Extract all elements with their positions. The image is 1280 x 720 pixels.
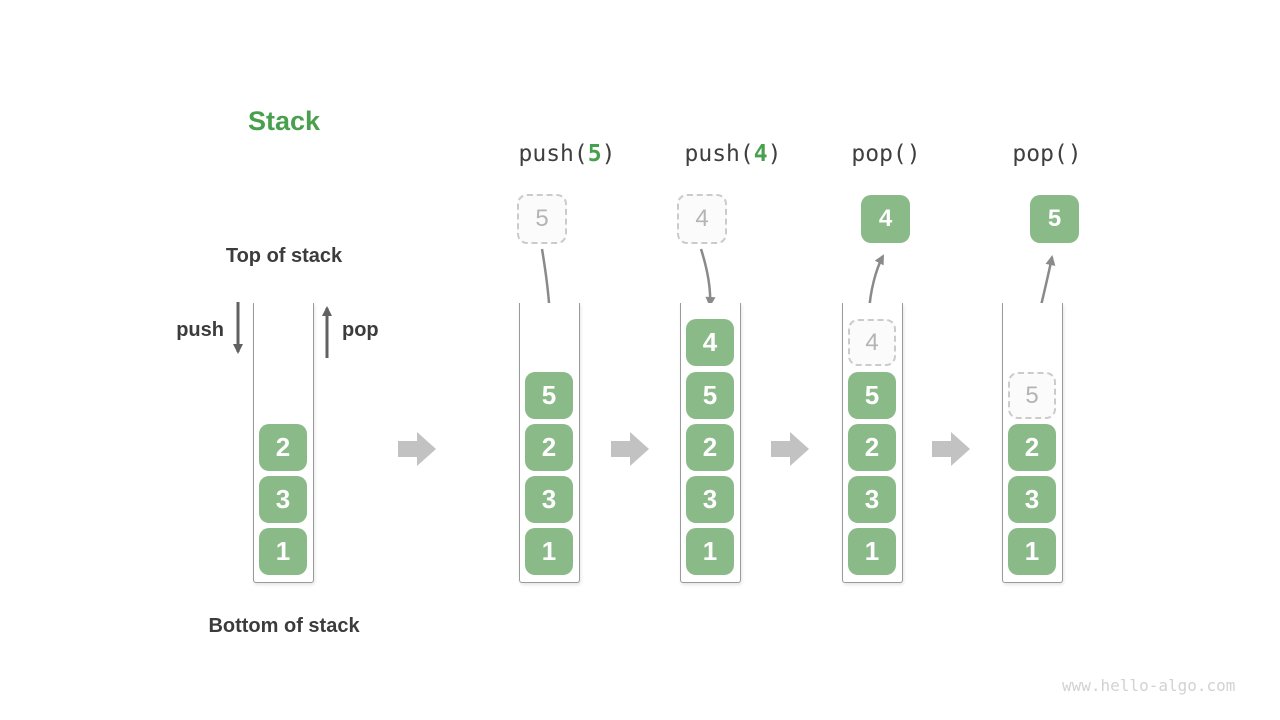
- watermark: www.hello-algo.com: [1062, 676, 1236, 695]
- stack-element: 1: [848, 528, 896, 575]
- stack-element: 3: [686, 476, 734, 523]
- incoming-element: 4: [677, 194, 727, 244]
- operation-label-pop2: pop(): [947, 141, 1147, 167]
- stack-column-pop2: 5 2 3 1: [1002, 303, 1063, 583]
- operation-label-pop1: pop(): [786, 141, 986, 167]
- stack-element: 5: [686, 372, 734, 419]
- transition-arrow-icon: [611, 432, 649, 466]
- stack-element: 1: [259, 528, 307, 575]
- op-text: ): [906, 141, 921, 167]
- stack-column-initial: 2 3 1: [253, 303, 314, 583]
- stack-element: 1: [1008, 528, 1056, 575]
- operation-label-push4: push(4): [633, 141, 833, 167]
- stack-element: 5: [848, 372, 896, 419]
- op-text: ): [1067, 141, 1082, 167]
- op-text: pop(: [851, 141, 907, 167]
- op-text: ): [601, 141, 616, 167]
- stack-element: 3: [848, 476, 896, 523]
- incoming-element: 5: [517, 194, 567, 244]
- stack-column-push5: 5 2 3 1: [519, 303, 580, 583]
- op-text: push(: [518, 141, 588, 167]
- stack-element: 2: [525, 424, 573, 471]
- top-of-stack-label: Top of stack: [225, 245, 343, 267]
- popped-element: 4: [861, 195, 910, 243]
- stack-element: 2: [1008, 424, 1056, 471]
- transition-arrow-icon: [771, 432, 809, 466]
- op-text: push(: [684, 141, 754, 167]
- stack-element: 1: [686, 528, 734, 575]
- stack-element: 1: [525, 528, 573, 575]
- push4-arrow: [699, 248, 716, 307]
- stack-element: 3: [1008, 476, 1056, 523]
- stack-element: 4: [686, 319, 734, 366]
- op-arg: 5: [587, 141, 602, 167]
- stack-column-pop1: 4 5 2 3 1: [842, 303, 903, 583]
- popped-element: 5: [1030, 195, 1079, 243]
- stack-element: 3: [259, 476, 307, 523]
- stack-element: 3: [525, 476, 573, 523]
- stack-element: 5: [525, 372, 573, 419]
- pop-label: pop: [342, 319, 379, 341]
- push-label: push: [176, 319, 224, 341]
- stack-element: 2: [686, 424, 734, 471]
- bottom-of-stack-label: Bottom of stack: [208, 615, 360, 637]
- transition-arrow-icon: [932, 432, 970, 466]
- stack-element: 2: [259, 424, 307, 471]
- op-text: ): [767, 141, 782, 167]
- op-arg: 4: [753, 141, 768, 167]
- operation-label-push5: push(5): [467, 141, 667, 167]
- removed-element-ghost: 5: [1008, 372, 1056, 419]
- diagram-title: Stack: [247, 106, 321, 136]
- stack-element: 2: [848, 424, 896, 471]
- stack-column-push4: 4 5 2 3 1: [680, 303, 741, 583]
- transition-arrow-icon: [398, 432, 436, 466]
- removed-element-ghost: 4: [848, 319, 896, 366]
- op-text: pop(: [1012, 141, 1068, 167]
